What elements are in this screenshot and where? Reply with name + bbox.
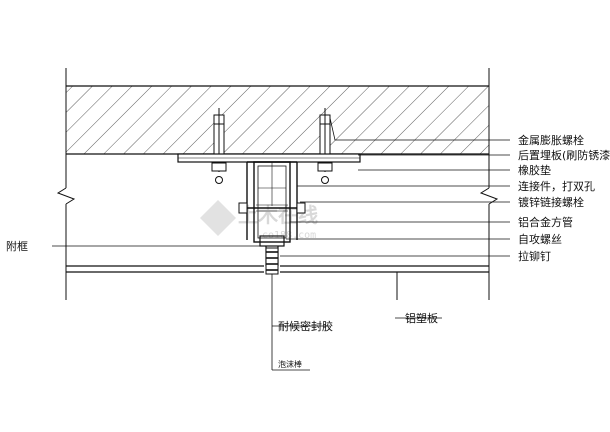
concrete-slab: [65, 68, 490, 155]
expansion-bolt-right: [317, 108, 333, 184]
left-break-line: [56, 154, 76, 300]
watermark-subtext: co188.com: [262, 230, 316, 241]
aluminum-panel-right: [280, 265, 489, 273]
leader-lines-left: [52, 245, 330, 371]
aluminum-panel-left: [66, 265, 264, 273]
aluminum-square-tube: [253, 161, 291, 243]
label-connector: 连接件，打双孔: [518, 179, 595, 193]
label-expansion-bolt: 金属膨胀螺栓: [518, 133, 584, 147]
leader-lines-right: [280, 117, 510, 319]
label-sealant: 耐候密封胶: [278, 319, 333, 333]
label-galvanized-bolt: 镀锌链接螺栓: [518, 195, 584, 209]
label-embedded-plate: 后置埋板(刷防锈漆): [518, 148, 610, 162]
watermark-logo-icon: [200, 200, 236, 236]
label-foam-rod: 泡沫棒: [278, 359, 302, 369]
label-aluminum-tube: 铝合金方管: [518, 215, 573, 229]
galvanized-bolt: [238, 202, 306, 214]
frame-junction: [259, 235, 285, 275]
label-rivet: 拉铆钉: [518, 249, 551, 263]
label-frame: 附框: [6, 239, 28, 253]
label-aluminum-panel: 铝塑板: [405, 311, 438, 325]
watermark: 土木在线 co188.com: [200, 200, 318, 241]
expansion-bolt-left: [211, 108, 227, 184]
label-self-tapping-screw: 自攻螺丝: [518, 232, 562, 246]
watermark-text: 土木在线: [238, 203, 318, 227]
label-rubber-pad: 橡胶垫: [518, 163, 551, 177]
right-break-line: [479, 154, 499, 300]
